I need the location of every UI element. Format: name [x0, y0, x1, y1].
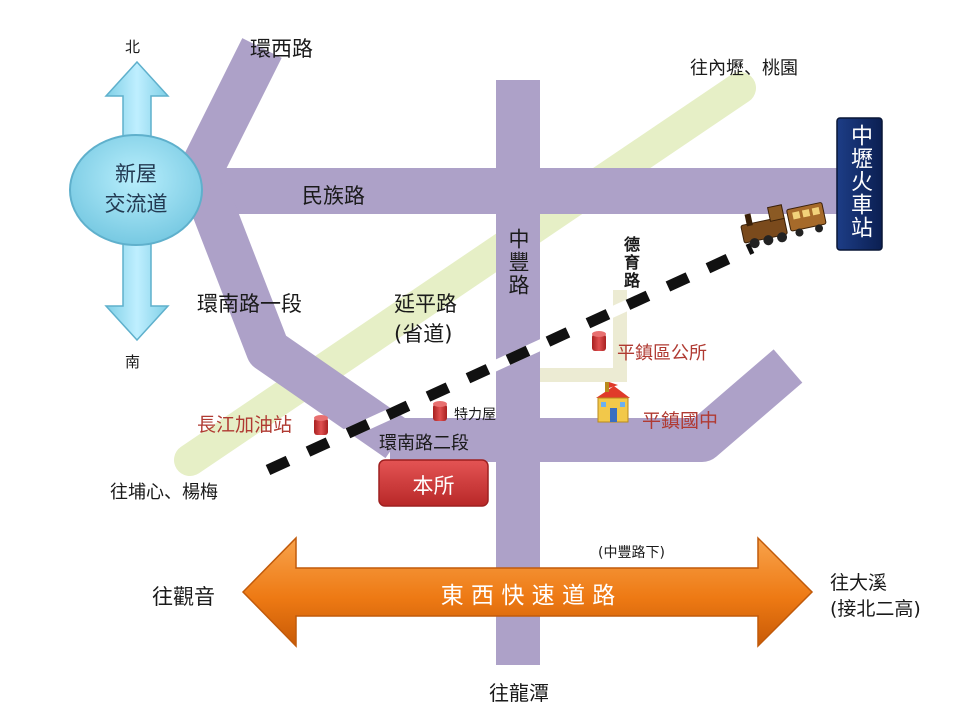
- station-box: [836, 117, 883, 251]
- school-icon: [596, 382, 630, 423]
- destination-longtan: 往龍潭: [489, 681, 549, 705]
- compass-north: 北: [125, 38, 141, 56]
- destination-daxi-note: (接北二高): [830, 598, 921, 620]
- road-label-huanxi: 環西路: [250, 37, 313, 61]
- railway-track: [265, 243, 755, 475]
- road-label-minzu: 民族路: [302, 184, 365, 208]
- marker-teliwu: [433, 401, 447, 421]
- landmark-junior-high: 平鎮國中: [642, 410, 719, 432]
- road-huannan: [185, 182, 411, 459]
- station-label: 中壢火車站: [847, 124, 872, 239]
- destination-guanyin: 往觀音: [152, 585, 215, 609]
- expressway-label: 東 西 快 速 道 路: [440, 583, 616, 609]
- interchange-label-line1: 新屋: [115, 162, 157, 186]
- destination-pusin: 往埔心、楊梅: [110, 482, 218, 503]
- expressway-note: (中豐路下): [598, 545, 665, 561]
- marker-district-office: [592, 331, 606, 351]
- office-box: [378, 459, 489, 507]
- road-pingzhen-east: [612, 349, 803, 462]
- road-label-provincial: (省道): [394, 322, 453, 346]
- office-label: 本所: [412, 474, 455, 498]
- road-label-yanping: 延平路: [394, 292, 457, 316]
- destination-neili: 往內壢、桃園: [690, 58, 798, 79]
- landmark-district-office: 平鎮區公所: [617, 343, 707, 364]
- interchange-label-line2: 交流道: [104, 192, 168, 216]
- road-label-huannan1: 環南路一段: [197, 292, 302, 316]
- rail-corridor: [174, 72, 756, 476]
- expressway-arrow: [241, 536, 814, 648]
- road-label-huannan2: 環南路二段: [379, 433, 469, 454]
- train-icon: [740, 202, 827, 249]
- road-deyu: [540, 290, 627, 382]
- landmark-gas-station: 長江加油站: [197, 414, 293, 436]
- road-label-zhongfeng: 中豐路: [506, 228, 530, 297]
- road-label-deyu: 德育路: [621, 236, 640, 290]
- marker-gas-station: [314, 415, 328, 435]
- compass-south: 南: [125, 353, 141, 371]
- north-south-arrow: [69, 60, 203, 342]
- road-network: [160, 38, 838, 665]
- interchange-circle: [69, 134, 203, 246]
- landmark-teliwu: 特力屋: [454, 407, 496, 423]
- destination-daxi: 往大溪: [830, 572, 888, 594]
